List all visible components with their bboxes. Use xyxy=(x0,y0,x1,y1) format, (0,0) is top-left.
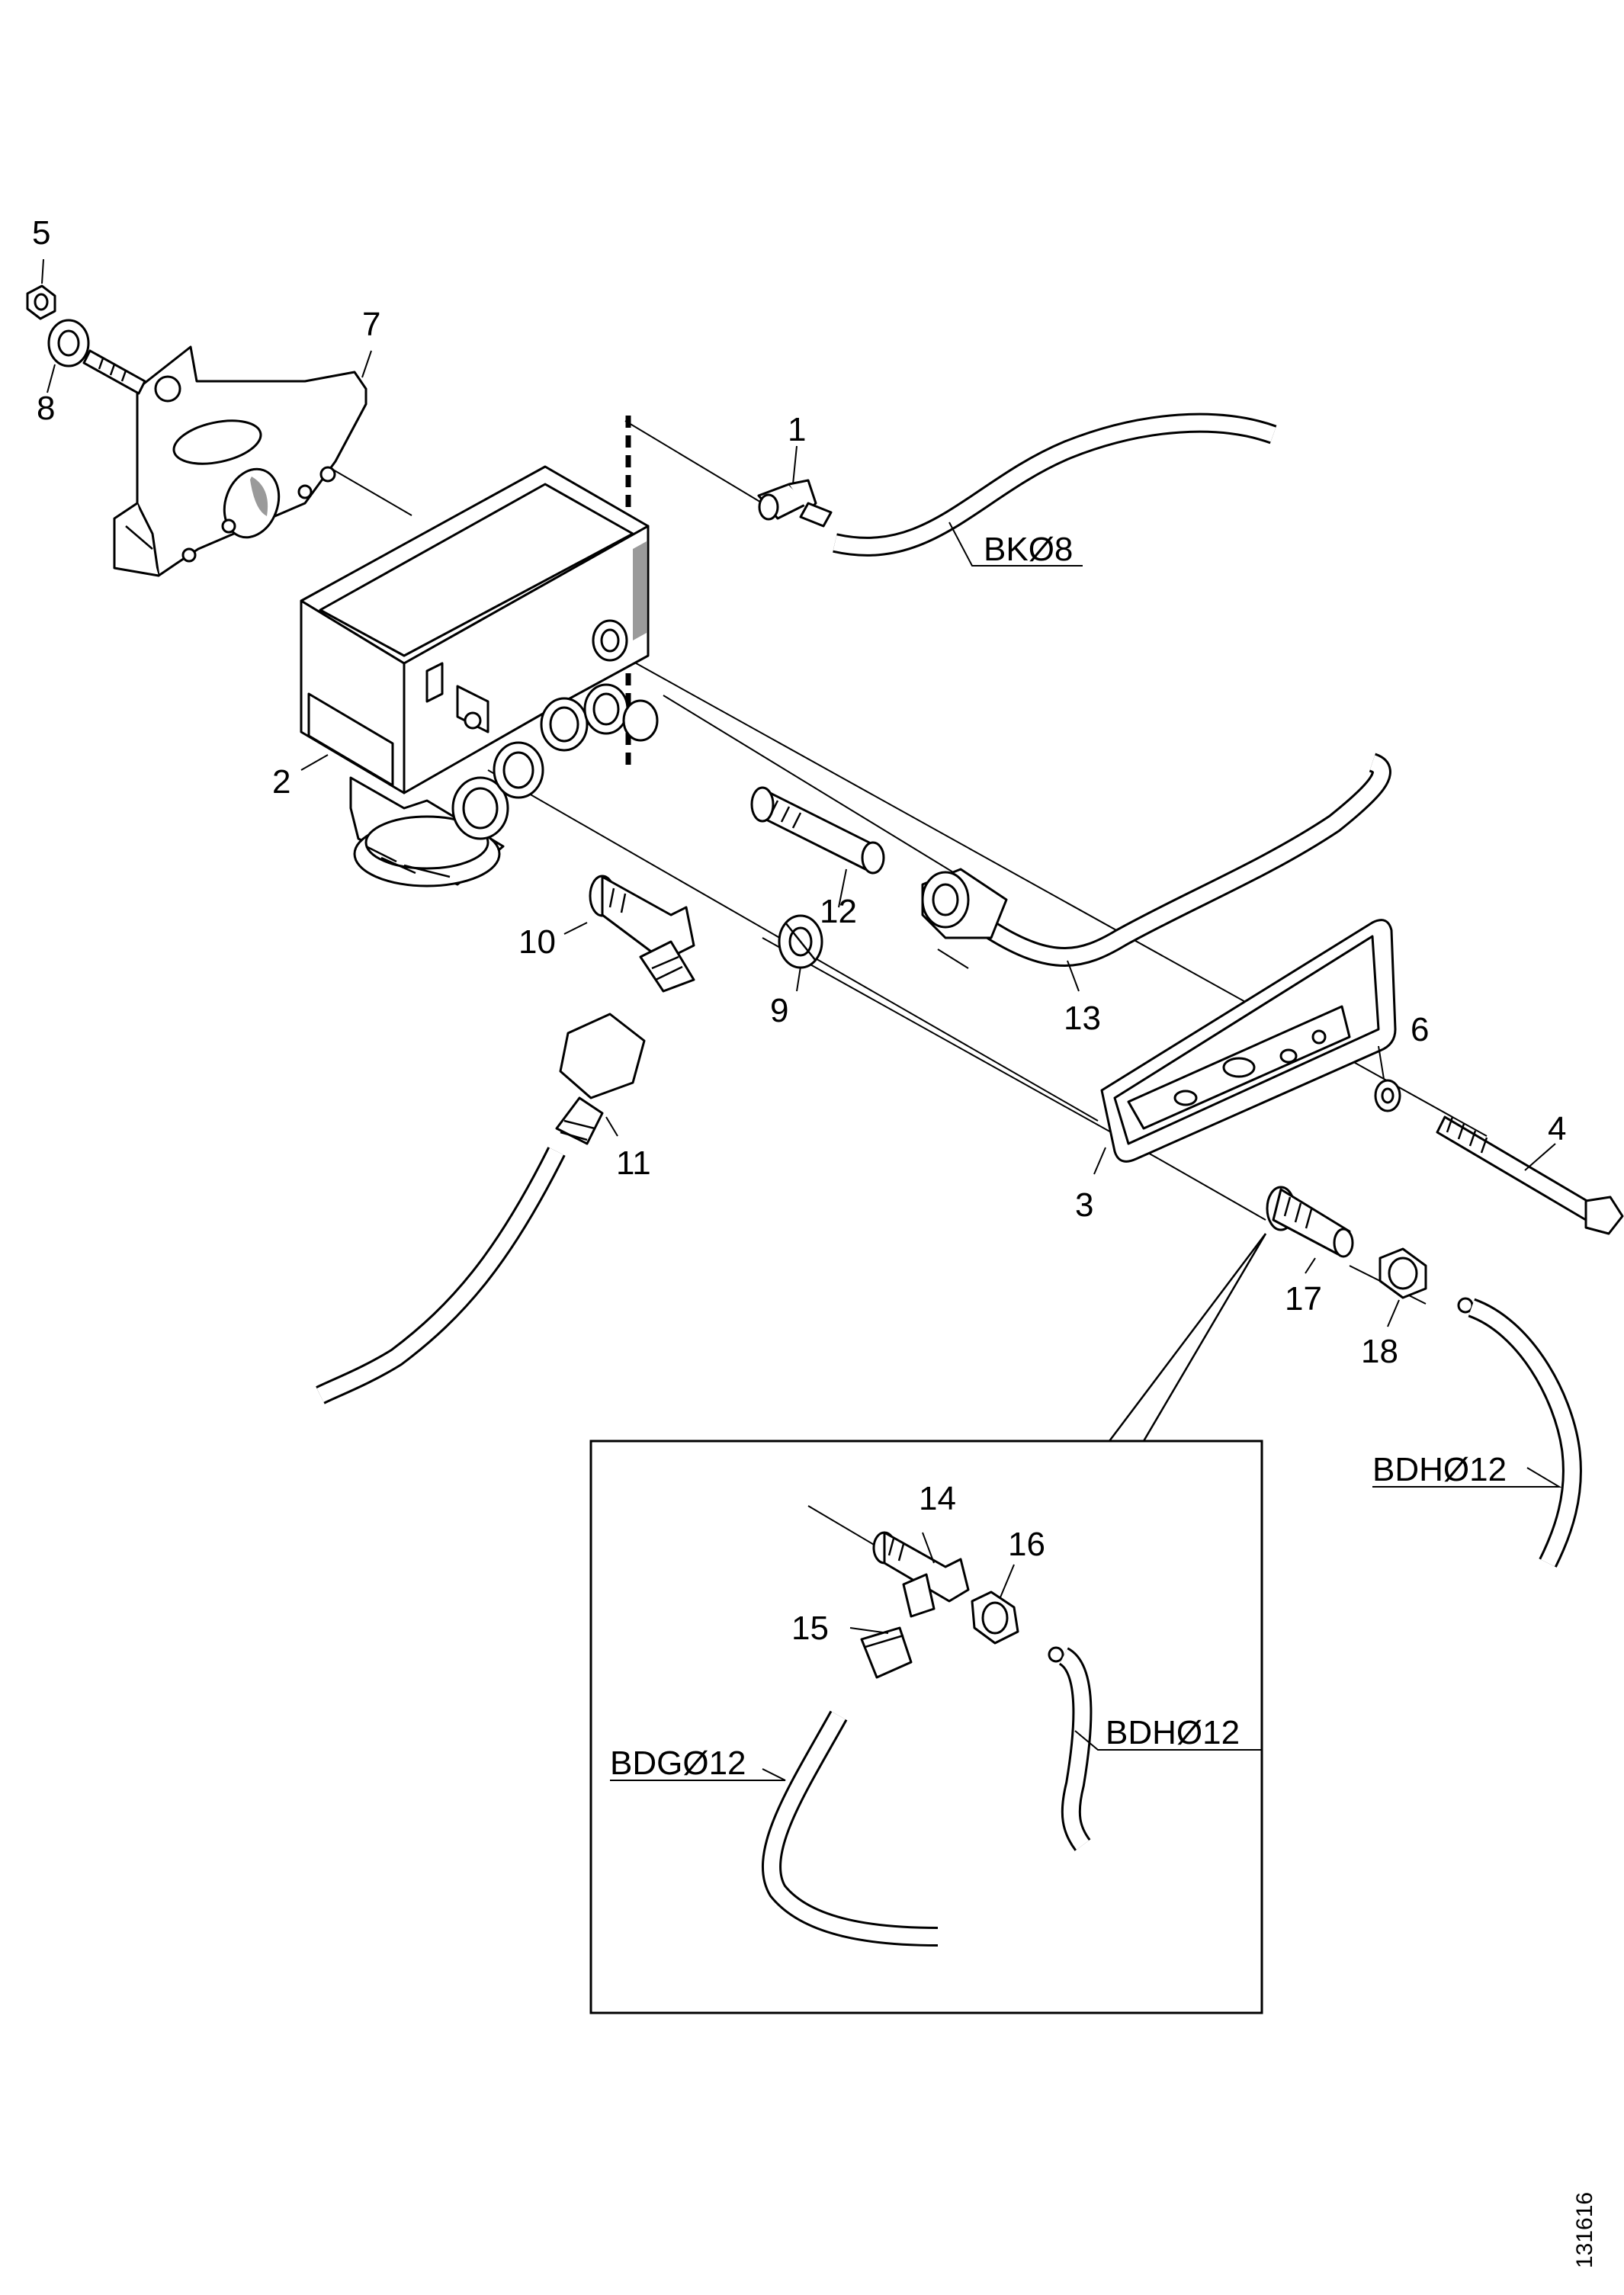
callout-17: 17 xyxy=(1285,1280,1322,1318)
part-13-union-hose xyxy=(921,753,1391,967)
part-17-fitting xyxy=(1266,1186,1354,1258)
part-4-long-bolt xyxy=(1436,1115,1624,1235)
callout-15: 15 xyxy=(791,1610,829,1647)
callout-8: 8 xyxy=(37,390,55,427)
detail-inset xyxy=(589,1440,1263,2014)
part-7-mounting-bracket xyxy=(113,345,367,577)
callout-12: 12 xyxy=(820,893,857,930)
callout-11: 11 xyxy=(616,1144,651,1182)
callout-10: 10 xyxy=(518,923,556,961)
callout-5: 5 xyxy=(32,214,50,252)
callout-2: 2 xyxy=(272,763,290,801)
hose-label-bdg12-detail: BDGØ12 xyxy=(610,1745,746,1782)
figure-id: 131616 xyxy=(1572,2192,1597,2268)
callout-labels: 5 8 7 1 2 12 10 9 13 11 6 4 3 17 18 14 1… xyxy=(32,214,1566,1647)
callout-9: 9 xyxy=(770,992,788,1029)
hose-label-bdh12-detail: BDHØ12 xyxy=(1106,1714,1240,1751)
callout-7: 7 xyxy=(362,306,380,343)
callout-4: 4 xyxy=(1548,1110,1566,1148)
part-15-sleeve xyxy=(761,1626,939,1947)
part-10-elbow-fitting xyxy=(589,875,695,993)
hose-label-bk8: BKØ8 xyxy=(984,531,1073,568)
callout-13: 13 xyxy=(1064,1000,1101,1037)
part-2-valve-module xyxy=(300,465,659,888)
callout-1: 1 xyxy=(788,411,806,448)
part-6-washer xyxy=(1374,1079,1401,1112)
callout-18: 18 xyxy=(1361,1333,1398,1370)
part-11-nut-hose xyxy=(316,1013,646,1404)
hose-bk8 xyxy=(833,412,1277,557)
part-9-sleeve xyxy=(778,914,823,969)
detail-pointer xyxy=(1109,1233,1267,1442)
part-1-connector xyxy=(757,479,833,528)
part-14-tee-fitting xyxy=(872,1531,970,1618)
part-8-bolt xyxy=(47,319,146,395)
hose-label-bdh12-main: BDHØ12 xyxy=(1372,1451,1507,1488)
part-18-nut-hose xyxy=(1378,1247,1582,1568)
callout-3: 3 xyxy=(1075,1186,1093,1224)
part-12-fitting xyxy=(750,786,885,875)
part-3-gasket xyxy=(1100,919,1397,1163)
callout-14: 14 xyxy=(919,1480,956,1517)
part-16-nut xyxy=(971,1590,1093,1851)
leader-lines xyxy=(41,258,1562,1781)
callout-6: 6 xyxy=(1411,1011,1429,1048)
hose-labels: BKØ8 BDHØ12 BDHØ12 BDGØ12 xyxy=(610,531,1507,1782)
callout-16: 16 xyxy=(1008,1526,1045,1563)
part-5-nut xyxy=(26,284,56,320)
